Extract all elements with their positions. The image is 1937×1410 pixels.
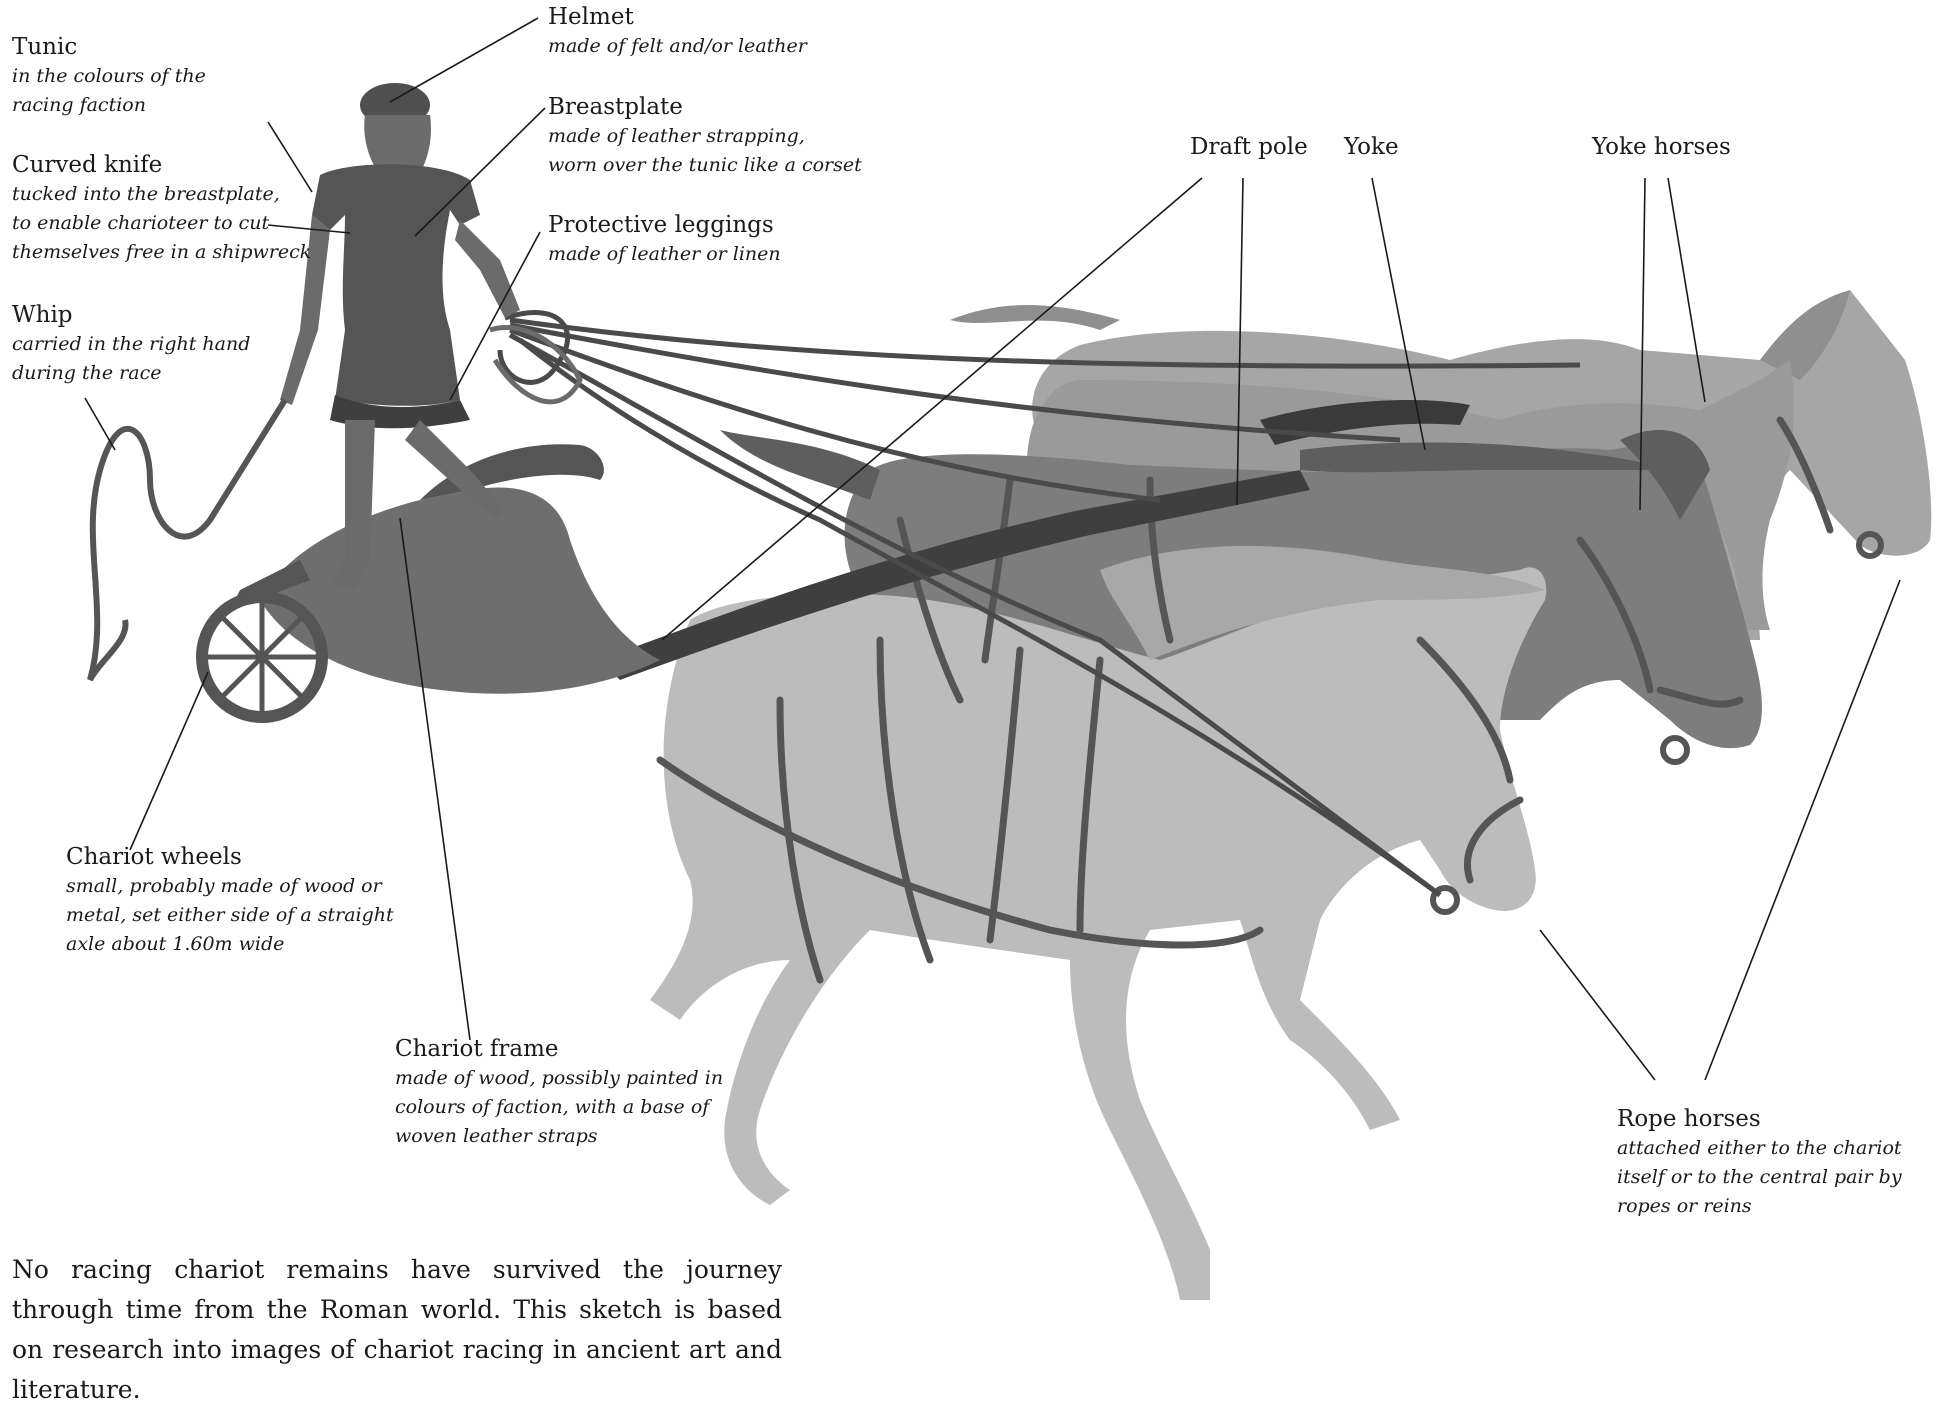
label-title: Helmet [548,2,807,32]
label-desc: made of leather or linen [548,240,781,269]
label-curved-knife: Curved knife tucked into the breastplate… [12,150,311,267]
label-title: Curved knife [12,150,311,180]
label-title: Yoke [1344,132,1399,162]
label-desc: attached either to the chariot [1617,1134,1902,1163]
label-title: Draft pole [1190,132,1308,162]
label-title: Yoke horses [1592,132,1731,162]
label-breastplate: Breastplate made of leather strapping, w… [548,92,862,180]
whip [90,400,285,680]
label-protective-leggings: Protective leggings made of leather or l… [548,210,781,269]
label-desc: made of felt and/or leather [548,32,807,61]
label-desc: carried in the right hand [12,330,250,359]
label-draft-pole: Draft pole [1190,132,1308,162]
label-desc: small, probably made of wood or [66,872,394,901]
label-chariot-wheels: Chariot wheels small, probably made of w… [66,842,394,959]
label-title: Chariot wheels [66,842,394,872]
label-title: Whip [12,300,250,330]
label-desc: ropes or reins [1617,1192,1902,1221]
label-desc: made of wood, possibly painted in [395,1064,723,1093]
label-desc: themselves free in a shipwreck [12,238,311,267]
label-desc: axle about 1.60m wide [66,930,394,959]
label-yoke-horses: Yoke horses [1592,132,1731,162]
label-desc: in the colours of the [12,62,206,91]
label-desc: to enable charioteer to cut [12,209,311,238]
label-chariot-frame: Chariot frame made of wood, possibly pai… [395,1034,723,1151]
label-desc: during the race [12,359,250,388]
label-rope-horses: Rope horses attached either to the chari… [1617,1104,1902,1221]
label-helmet: Helmet made of felt and/or leather [548,2,807,61]
label-desc: tucked into the breastplate, [12,180,311,209]
label-title: Protective leggings [548,210,781,240]
chariot [202,444,660,717]
label-title: Breastplate [548,92,862,122]
label-desc: made of leather strapping, [548,122,862,151]
label-title: Rope horses [1617,1104,1902,1134]
label-desc: woven leather straps [395,1122,723,1151]
caption-paragraph: No racing chariot remains have survived … [12,1250,782,1410]
label-title: Chariot frame [395,1034,723,1064]
label-desc: worn over the tunic like a corset [548,151,862,180]
label-title: Tunic [12,32,206,62]
label-yoke: Yoke [1344,132,1399,162]
label-tunic: Tunic in the colours of the racing facti… [12,32,206,120]
label-desc: metal, set either side of a straight [66,901,394,930]
label-desc: itself or to the central pair by [1617,1163,1902,1192]
label-desc: colours of faction, with a base of [395,1093,723,1122]
label-desc: racing faction [12,91,206,120]
bridle-ring [1663,738,1687,762]
label-whip: Whip carried in the right hand during th… [12,300,250,388]
